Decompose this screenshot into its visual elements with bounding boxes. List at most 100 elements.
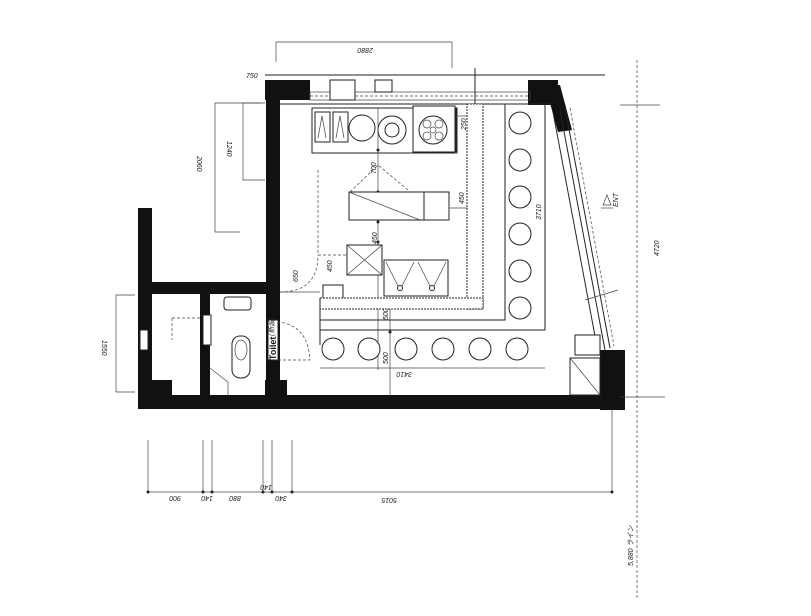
kitchen-equipment-part (348, 114, 376, 142)
doors-part (202, 314, 212, 346)
bottom-dimension-part (610, 490, 614, 494)
bar-counter-part (320, 104, 506, 321)
doors-part (171, 317, 200, 340)
top-facade-part (374, 79, 393, 93)
toilet-room-part (234, 339, 248, 361)
inner-dimensions-part: 500 (383, 352, 390, 364)
bottom-dimension-part: 140 (201, 494, 213, 501)
bar-counter (319, 103, 546, 369)
stool (508, 296, 532, 320)
stool (431, 337, 455, 361)
doors (139, 254, 320, 361)
bottom-dimension-part (146, 490, 150, 494)
bottom-dimension: 900 140 880 140 340 5015 (146, 410, 614, 503)
top-dimension: 2880 750 (246, 41, 605, 105)
bottom-dimension-part: 340 (275, 494, 287, 501)
right-dimension-part: 5,880 ライン (627, 525, 635, 566)
stool (508, 259, 532, 283)
kitchen-equipment-part (314, 111, 331, 143)
kitchen-equipment (311, 105, 458, 154)
glass-facade (552, 107, 619, 353)
inner-dimensions-part: 3710 (536, 204, 543, 220)
stool (508, 222, 532, 246)
left-upper-dimensions-part: 2060 (195, 155, 202, 172)
toilet-room: Toilet (新設) (209, 296, 278, 395)
inner-dimensions: 700 400 450 250 450 650 450 500 500 3410… (293, 108, 543, 395)
doors-part (277, 321, 311, 361)
doors-part (267, 319, 279, 361)
stool (394, 337, 418, 361)
bottom-dimension-part (210, 490, 214, 494)
doors-part (139, 329, 149, 351)
annex-dimension-part (115, 294, 135, 393)
island-part (317, 170, 350, 256)
walls-part (265, 380, 287, 400)
corner-cabinets (569, 334, 601, 396)
stool (357, 337, 381, 361)
stools (321, 111, 532, 361)
stool (508, 111, 532, 135)
annex-dimension: 1550 (100, 294, 135, 393)
glass-facade-part (552, 111, 599, 353)
stool (508, 185, 532, 209)
inner-dimensions-part (376, 148, 380, 152)
left-upper-dimensions: 1240 2060 (195, 102, 265, 233)
kitchen-equipment-part (422, 119, 432, 129)
island (317, 164, 450, 276)
doors-part (279, 254, 319, 293)
toilet-room-part (231, 335, 251, 379)
glass-facade-part (569, 107, 615, 347)
kitchen-equipment-part (418, 115, 448, 145)
bottom-dimension-part (261, 490, 265, 494)
corner-cabinets-part (569, 357, 601, 396)
island-part (423, 191, 450, 221)
inner-dimensions-part: 450 (327, 260, 334, 272)
toilet-room-part (209, 367, 229, 395)
inner-dimensions-part (388, 330, 392, 334)
kitchen-equipment-part (434, 119, 444, 129)
glass-facade-part (564, 107, 611, 349)
top-facade-part (329, 79, 356, 101)
kitchen-equipment-part (332, 111, 349, 143)
kitchen-equipment-part (317, 115, 327, 139)
inner-dimensions-part: 500 (383, 308, 390, 320)
bottom-dimension-part: 5015 (381, 496, 397, 503)
bar-counter-part (319, 297, 484, 310)
walls-part (152, 380, 172, 398)
sink-part (397, 285, 403, 291)
walls-part (266, 80, 280, 398)
toilet-label: Toilet (268, 337, 278, 360)
inner-dimensions-part (376, 220, 380, 224)
entrance-marker: ENT (601, 192, 620, 209)
top-dimension-part: 2880 (357, 46, 374, 53)
walls-part (200, 292, 210, 400)
sink-part (383, 259, 449, 297)
left-upper-dimensions-part (242, 102, 265, 181)
top-dimension-part: 750 (246, 73, 258, 80)
toilet-room-part: (新設) (268, 317, 276, 336)
inner-dimensions-part: 250 (461, 118, 468, 131)
walls-part (138, 208, 152, 408)
stool (321, 337, 345, 361)
inner-dimensions-part: 3410 (396, 370, 412, 377)
kitchen-equipment-part (434, 131, 444, 141)
entrance-marker-part (602, 194, 612, 206)
kitchen-equipment-part (335, 115, 345, 139)
toilet-room-part (223, 296, 252, 311)
top-dimension-part (275, 41, 453, 68)
inner-dimensions-part: 450 (372, 232, 379, 244)
walls-part (138, 282, 278, 294)
kitchen-equipment-part (384, 122, 400, 138)
walls (138, 80, 625, 410)
stool (468, 337, 492, 361)
bottom-dimension-part: 140 (260, 483, 272, 490)
walls-part (138, 395, 625, 409)
inner-dimensions-part: 650 (293, 270, 300, 282)
left-upper-dimensions-part: 1240 (225, 141, 232, 157)
bottom-dimension-part (201, 490, 205, 494)
annex-dimension-part: 1550 (100, 340, 107, 356)
bar-counter-part (320, 104, 546, 331)
left-upper-dimensions-part (214, 102, 260, 233)
bottom-dimension-part (290, 490, 294, 494)
